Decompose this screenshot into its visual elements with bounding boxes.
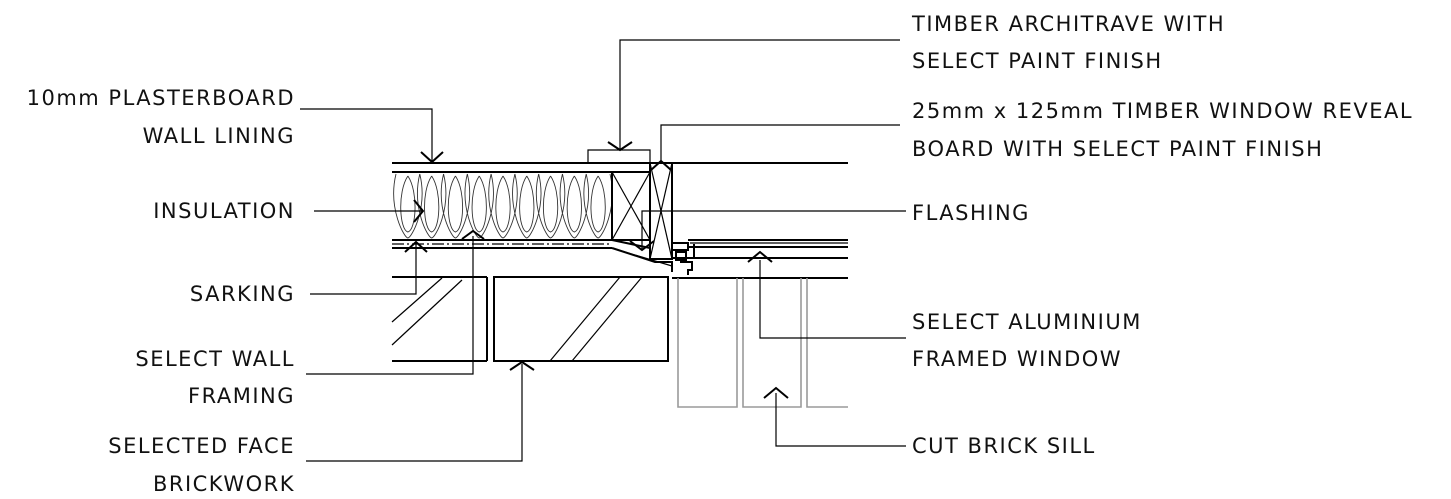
label-sarking: SARKING <box>189 282 295 306</box>
label-architrave-line2: SELECT PAINT FINISH <box>912 49 1163 73</box>
leader-lines <box>300 39 906 462</box>
cut-brick-sill <box>677 278 848 408</box>
label-brickwork-line2: BRICKWORK <box>152 472 295 496</box>
label-plasterboard-line1: 10mm PLASTERBOARD <box>26 86 295 110</box>
label-plasterboard-line2: WALL LINING <box>142 124 295 148</box>
label-wall-framing-line2: FRAMING <box>188 384 295 408</box>
plasterboard-lining <box>392 162 848 173</box>
label-reveal-line1: 25mm x 125mm TIMBER WINDOW REVEAL <box>912 99 1414 123</box>
label-window-line1: SELECT ALUMINIUM <box>912 310 1142 334</box>
label-cut-brick-sill: CUT BRICK SILL <box>912 434 1096 458</box>
label-flashing: FLASHING <box>912 201 1030 225</box>
insulation-loop-path <box>393 173 613 239</box>
label-window-line2: FRAMED WINDOW <box>912 347 1123 371</box>
insulation-batts <box>393 173 613 239</box>
architrave <box>587 149 651 163</box>
label-insulation: INSULATION <box>153 199 295 223</box>
label-reveal-line2: BOARD WITH SELECT PAINT FINISH <box>912 137 1324 161</box>
face-brickwork <box>391 276 669 362</box>
label-brickwork-line1: SELECTED FACE <box>108 434 295 458</box>
flashing <box>611 247 673 272</box>
label-wall-framing-line1: SELECT WALL <box>135 347 295 371</box>
wall-framing <box>392 171 651 249</box>
label-architrave-line1: TIMBER ARCHITRAVE WITH <box>912 12 1226 36</box>
